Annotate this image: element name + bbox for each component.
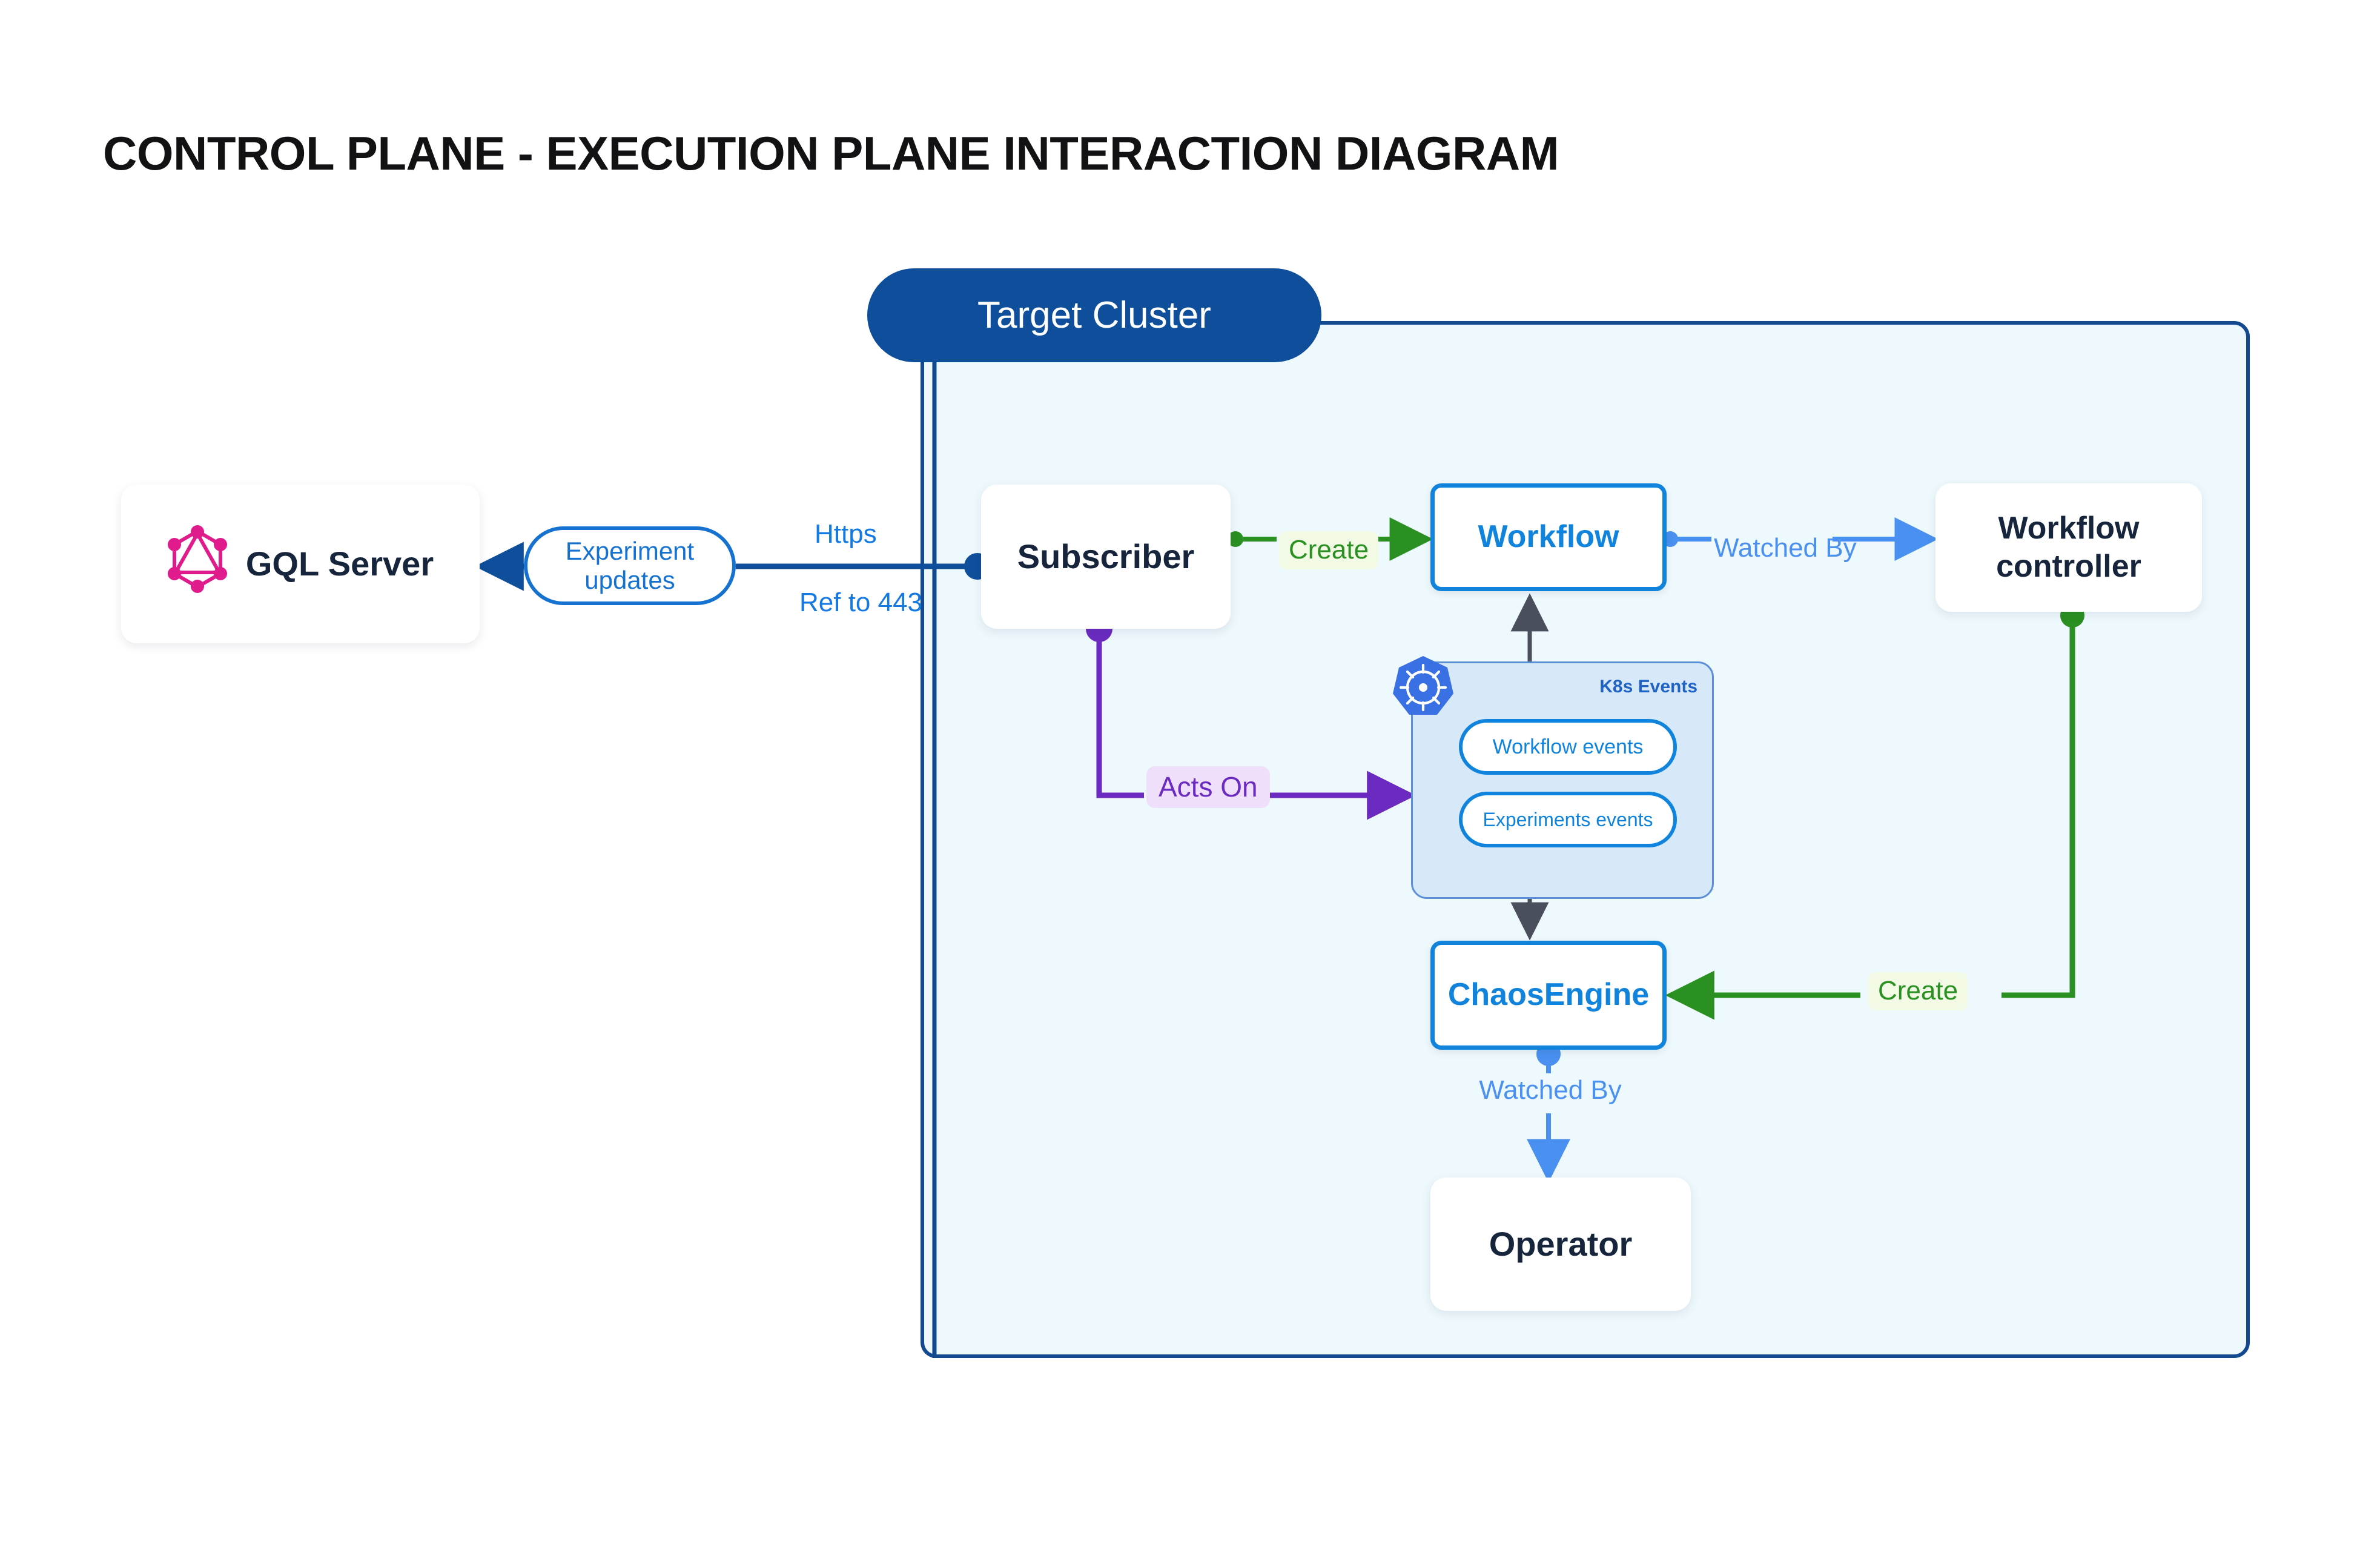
edge-label-create-workflow: Create [1279, 531, 1379, 569]
node-workflow-controller-label: Workflow controller [1996, 510, 2141, 584]
edge-label-create-chaosengine: Create [1868, 972, 1968, 1010]
edge-label-watched-by-operator: Watched By [1479, 1075, 1622, 1105]
node-chaosengine-label: ChaosEngine [1447, 977, 1650, 1013]
node-gql-server-label: GQL Server [245, 544, 434, 583]
k8s-event-workflow-events-label: Workflow events [1492, 735, 1644, 758]
edge-label-experiment-updates-text: Experiment updates [565, 536, 695, 594]
edge-label-ref-to-443: Ref to 443 [799, 588, 923, 617]
node-gql-server[interactable]: GQL Server [121, 485, 480, 643]
node-subscriber[interactable]: Subscriber [981, 485, 1231, 629]
edge-label-acts-on: Acts On [1146, 766, 1270, 808]
edge-label-experiment-updates: Experiment updates [524, 526, 736, 605]
page-title: CONTROL PLANE - EXECUTION PLANE INTERACT… [103, 127, 1559, 180]
node-operator[interactable]: Operator [1430, 1178, 1691, 1311]
node-workflow-controller[interactable]: Workflow controller [1935, 483, 2202, 612]
k8s-events-title: K8s Events [1599, 677, 1697, 697]
node-workflow-label: Workflow [1478, 519, 1619, 555]
node-operator-label: Operator [1489, 1224, 1633, 1263]
edge-label-https: Https [815, 519, 877, 549]
k8s-event-experiments-events-label: Experiments events [1483, 808, 1653, 830]
k8s-event-experiments-events[interactable]: Experiments events [1459, 792, 1677, 847]
kubernetes-icon [1390, 654, 1456, 721]
graphql-icon [167, 525, 228, 602]
node-workflow[interactable]: Workflow [1430, 483, 1667, 591]
k8s-event-workflow-events[interactable]: Workflow events [1459, 719, 1677, 775]
node-subscriber-label: Subscriber [1017, 537, 1195, 575]
target-cluster-title: Target Cluster [867, 268, 1321, 362]
node-chaosengine[interactable]: ChaosEngine [1430, 941, 1667, 1050]
edge-label-watched-by-controller: Watched By [1714, 533, 1857, 563]
k8s-events-panel: K8s Events Workflow events Experiments e… [1411, 661, 1714, 899]
